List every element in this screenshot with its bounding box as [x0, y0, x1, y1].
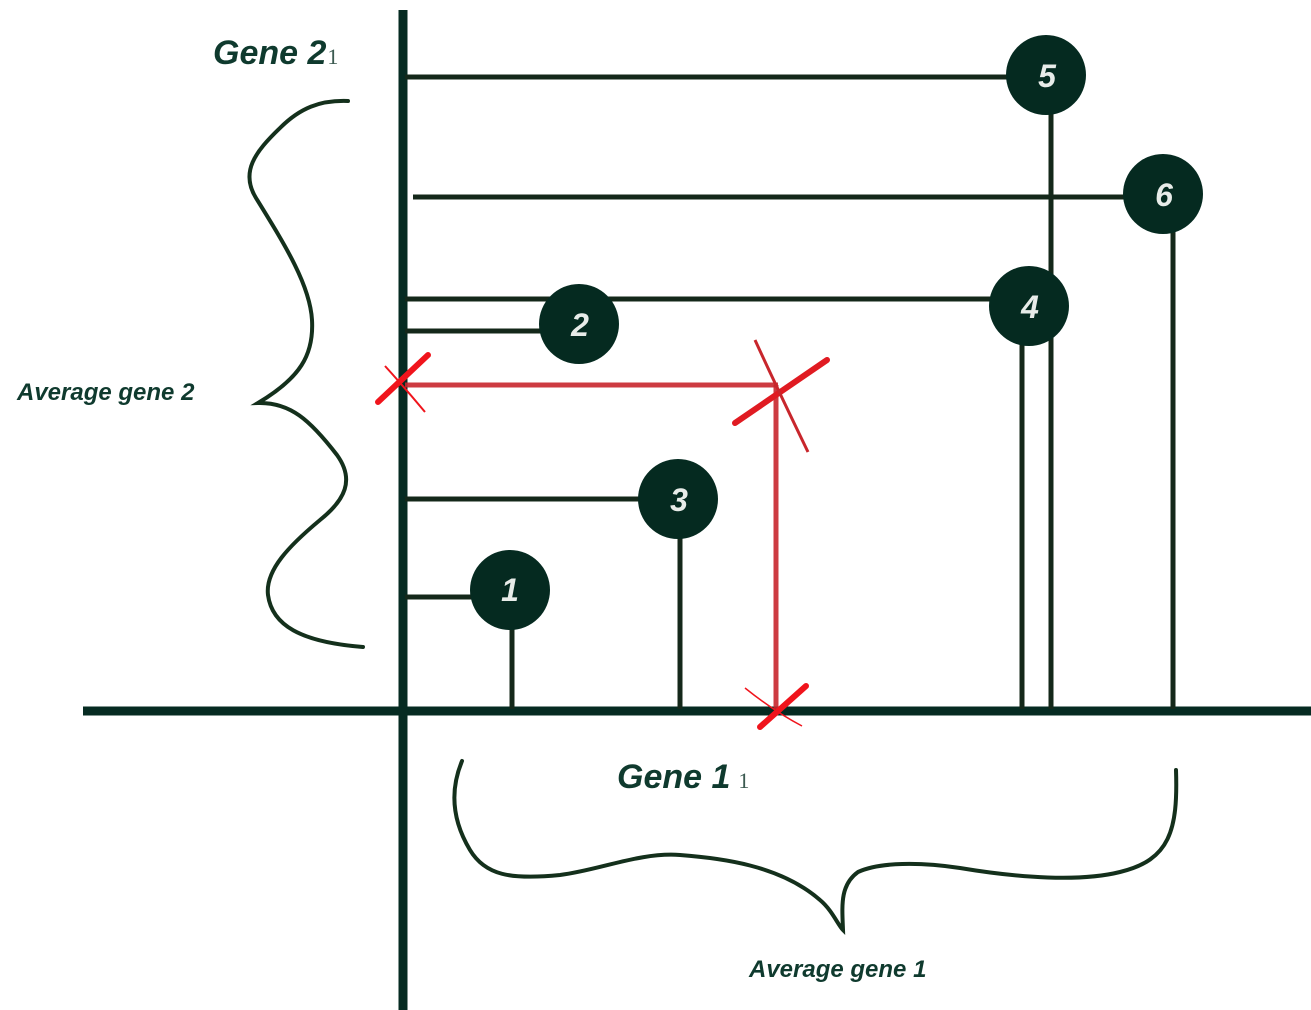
- x-range-brace-icon: [452, 759, 1179, 936]
- average-gene-1-label: Average gene 1: [748, 956, 926, 983]
- x-axis-suffix: 1: [738, 768, 749, 793]
- average-gene-2-label: Average gene 2: [16, 379, 195, 406]
- data-point-label: 6: [1155, 177, 1173, 213]
- x-axis-title: Gene 1: [617, 758, 730, 796]
- data-point-label: 1: [501, 572, 519, 608]
- data-point-5: 5: [1006, 35, 1086, 115]
- average-gene-2-cross-icon: [375, 352, 431, 413]
- x-axis-label: Gene 1 1: [617, 758, 749, 796]
- y-range-brace-icon: [247, 98, 365, 649]
- y-axis-title: Gene 2: [213, 34, 326, 72]
- data-point-4: 4: [989, 266, 1069, 346]
- data-point-label: 3: [670, 482, 688, 518]
- data-point-label: 4: [1020, 289, 1039, 325]
- data-point-label: 5: [1038, 58, 1057, 94]
- y-axis-label: Gene 21: [213, 34, 338, 72]
- data-point-3: 3: [638, 459, 718, 539]
- data-point-label: 2: [570, 307, 589, 343]
- data-point-1: 1: [470, 550, 550, 630]
- average-intersection-cross-icon: [732, 339, 830, 453]
- data-point-2: 2: [539, 284, 619, 364]
- data-point-6: 6: [1123, 154, 1203, 234]
- average-gene-1-cross-icon: [744, 683, 809, 730]
- y-axis-suffix: 1: [327, 44, 338, 69]
